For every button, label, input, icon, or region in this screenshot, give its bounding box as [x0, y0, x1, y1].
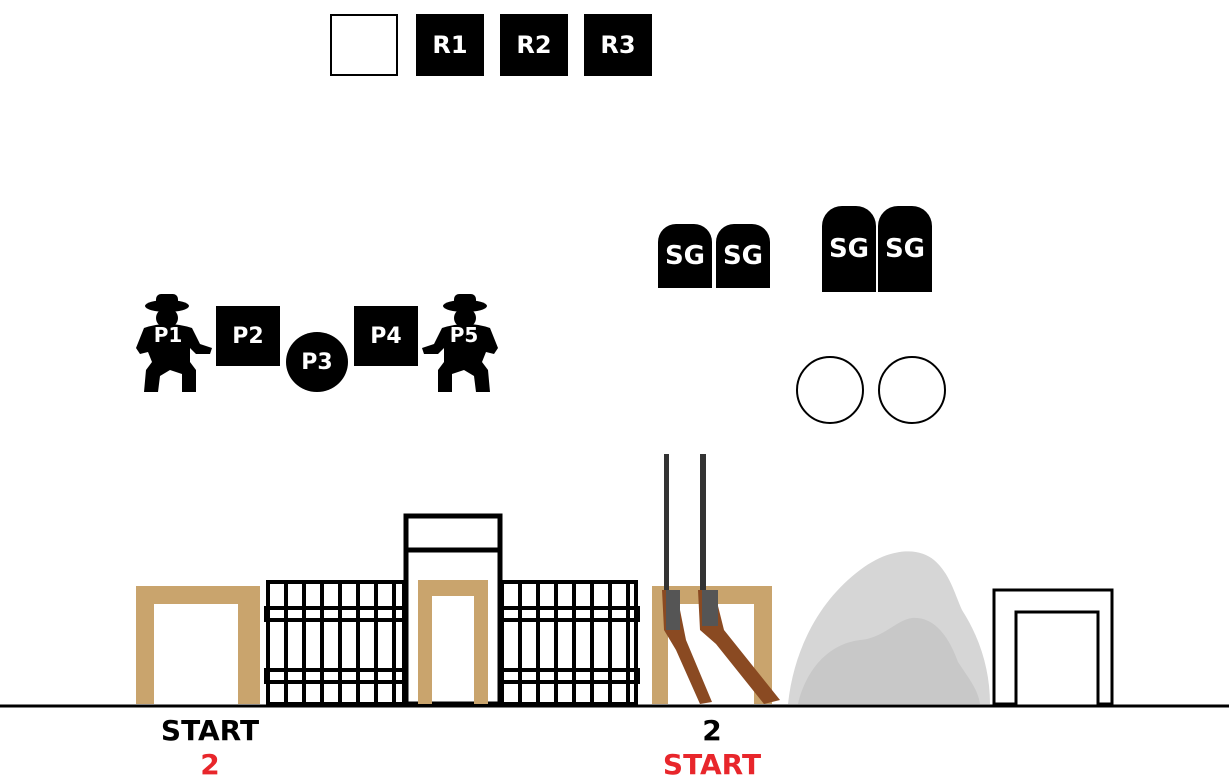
- outlined-doorway-right: [994, 590, 1112, 704]
- rifle-target-r2: R2: [500, 14, 568, 76]
- pistol-target-p5: P5: [418, 292, 500, 394]
- shotgun-circle-target-1: [796, 356, 864, 424]
- p1-label: P1: [154, 323, 183, 347]
- start-position-label-left: START: [140, 714, 280, 747]
- rifle-target-r1: R1: [416, 14, 484, 76]
- pistol-target-p4: P4: [354, 306, 418, 366]
- shotgun-target-1: SG: [658, 224, 712, 288]
- fence-right: [500, 582, 638, 704]
- boulder-icon: [788, 551, 990, 704]
- rifle-target-r3: R3: [584, 14, 652, 76]
- wooden-doorway-center: [418, 580, 488, 704]
- pistol-target-p3: P3: [286, 332, 348, 392]
- position-number-right: 2: [642, 714, 782, 747]
- empty-target-square: [330, 14, 398, 76]
- wooden-doorway-left: [136, 586, 260, 704]
- shotgun-target-2: SG: [716, 224, 770, 288]
- p5-label: P5: [450, 323, 479, 347]
- start-position-label-right: START: [642, 748, 782, 781]
- pistol-target-p2: P2: [216, 306, 280, 366]
- shotgun-target-3: SG: [822, 206, 876, 292]
- shotgun-target-4: SG: [878, 206, 932, 292]
- stage-props: [0, 440, 1229, 730]
- shotgun-circle-target-2: [878, 356, 946, 424]
- position-number-left: 2: [140, 748, 280, 781]
- fence-left: [266, 582, 406, 704]
- pistol-target-p1: P1: [134, 292, 216, 394]
